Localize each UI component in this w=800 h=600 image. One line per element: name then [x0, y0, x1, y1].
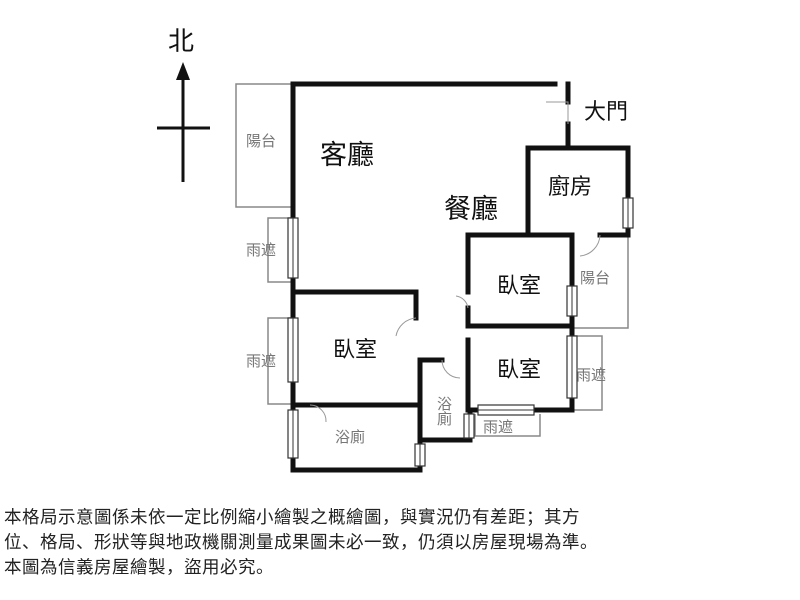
awning-4-outline [474, 414, 541, 437]
main-door-swing [546, 101, 569, 124]
label-bedroom-1: 臥室 [333, 338, 377, 363]
north-compass: 北 [157, 27, 210, 182]
windows [287, 197, 634, 467]
disclaimer: 本格局示意圖係未依一定比例縮小繪製之概繪圖，與實況仍有差距；其方 位、格局、形狀… [4, 506, 796, 581]
label-bath-small: 浴廁 [435, 396, 453, 427]
balcony-west-outline [235, 83, 293, 208]
label-bedroom-3: 臥室 [497, 358, 541, 383]
floor-plan: 北 [157, 27, 634, 473]
awning-3-outline [572, 335, 603, 411]
disclaimer-line-1: 本格局示意圖係未依一定比例縮小繪製之概繪圖，與實況仍有差距；其方 [4, 508, 580, 528]
awning-1-outline [267, 217, 293, 283]
label-bath-main: 浴廁 [335, 428, 365, 446]
main-bath-door-swing [309, 404, 327, 423]
label-balcony-west: 陽台 [246, 132, 276, 150]
bedroom-door-swing [395, 317, 417, 337]
label-balcony-east: 陽台 [580, 269, 610, 287]
north-label: 北 [168, 27, 194, 57]
label-kitchen: 廚房 [548, 175, 592, 200]
label-bedroom-2: 臥室 [497, 274, 541, 299]
room-labels: 客廳 餐廳 廚房 大門 陽台 陽台 臥室 臥室 臥室 浴廁 雨遮 雨遮 雨遮 雨… [246, 100, 628, 446]
disclaimer-line-3: 本圖為信義房屋繪製，盜用必究。 [4, 558, 274, 578]
bath-door-swing [441, 359, 461, 379]
label-living-room: 客廳 [320, 140, 374, 171]
disclaimer-line-2: 位、格局、形狀等與地政機關測量成果圖未必一致，仍須以房屋現場為準。 [4, 533, 598, 553]
label-main-door: 大門 [584, 100, 628, 125]
label-awning-1: 雨遮 [246, 241, 276, 259]
balcony-door-swing [579, 234, 601, 257]
label-bath-small-text: 浴廁 [435, 396, 453, 427]
awning-2-outline [267, 317, 293, 405]
label-dining-room: 餐廳 [444, 194, 498, 225]
bedroom-2-door-swing [455, 295, 469, 309]
label-awning-3: 雨遮 [576, 366, 606, 384]
label-awning-2: 雨遮 [246, 352, 276, 370]
north-arrow-icon [176, 62, 190, 80]
label-awning-4: 雨遮 [483, 418, 513, 436]
door-swings [309, 101, 601, 423]
